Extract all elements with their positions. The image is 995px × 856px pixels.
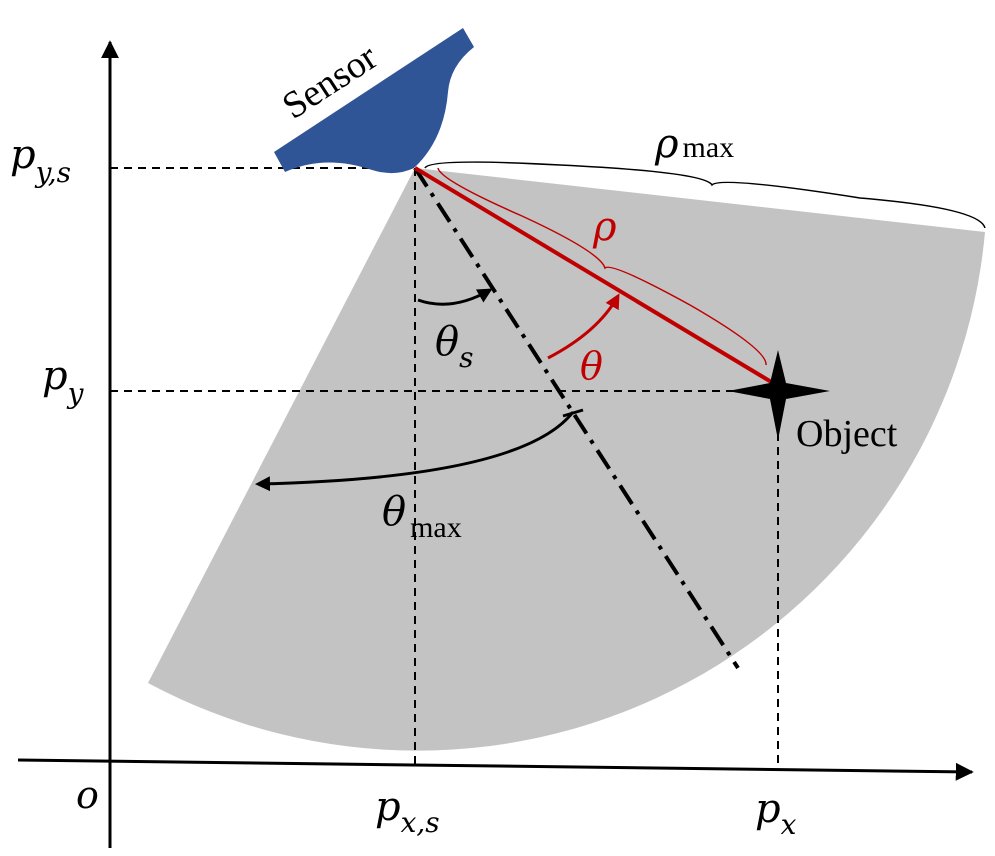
origin-label: o [76, 773, 99, 817]
theta-s-label: θs [435, 319, 473, 374]
object-marker [728, 350, 830, 440]
p-x-label: px [755, 786, 797, 841]
theta-s-arc [417, 288, 493, 306]
p-y-label: py [42, 353, 85, 410]
x-axis [17, 758, 974, 781]
theta-label: θ [580, 344, 603, 388]
rho-bracket [437, 167, 767, 366]
sensor-heading-line [413, 166, 740, 670]
rho-max-brace [424, 161, 986, 229]
theta-arc [547, 293, 620, 360]
sensor-icon [274, 28, 474, 174]
object-label: Object [796, 413, 898, 455]
theta-max-arc [255, 411, 575, 492]
rho-line [413, 166, 780, 388]
p-y-s-label: py,s [10, 132, 71, 189]
p-x-s-label: px,s [375, 784, 440, 839]
theta-max-tick [562, 408, 584, 418]
sensing-sector [148, 168, 985, 751]
rho-label: ρ [592, 204, 617, 250]
